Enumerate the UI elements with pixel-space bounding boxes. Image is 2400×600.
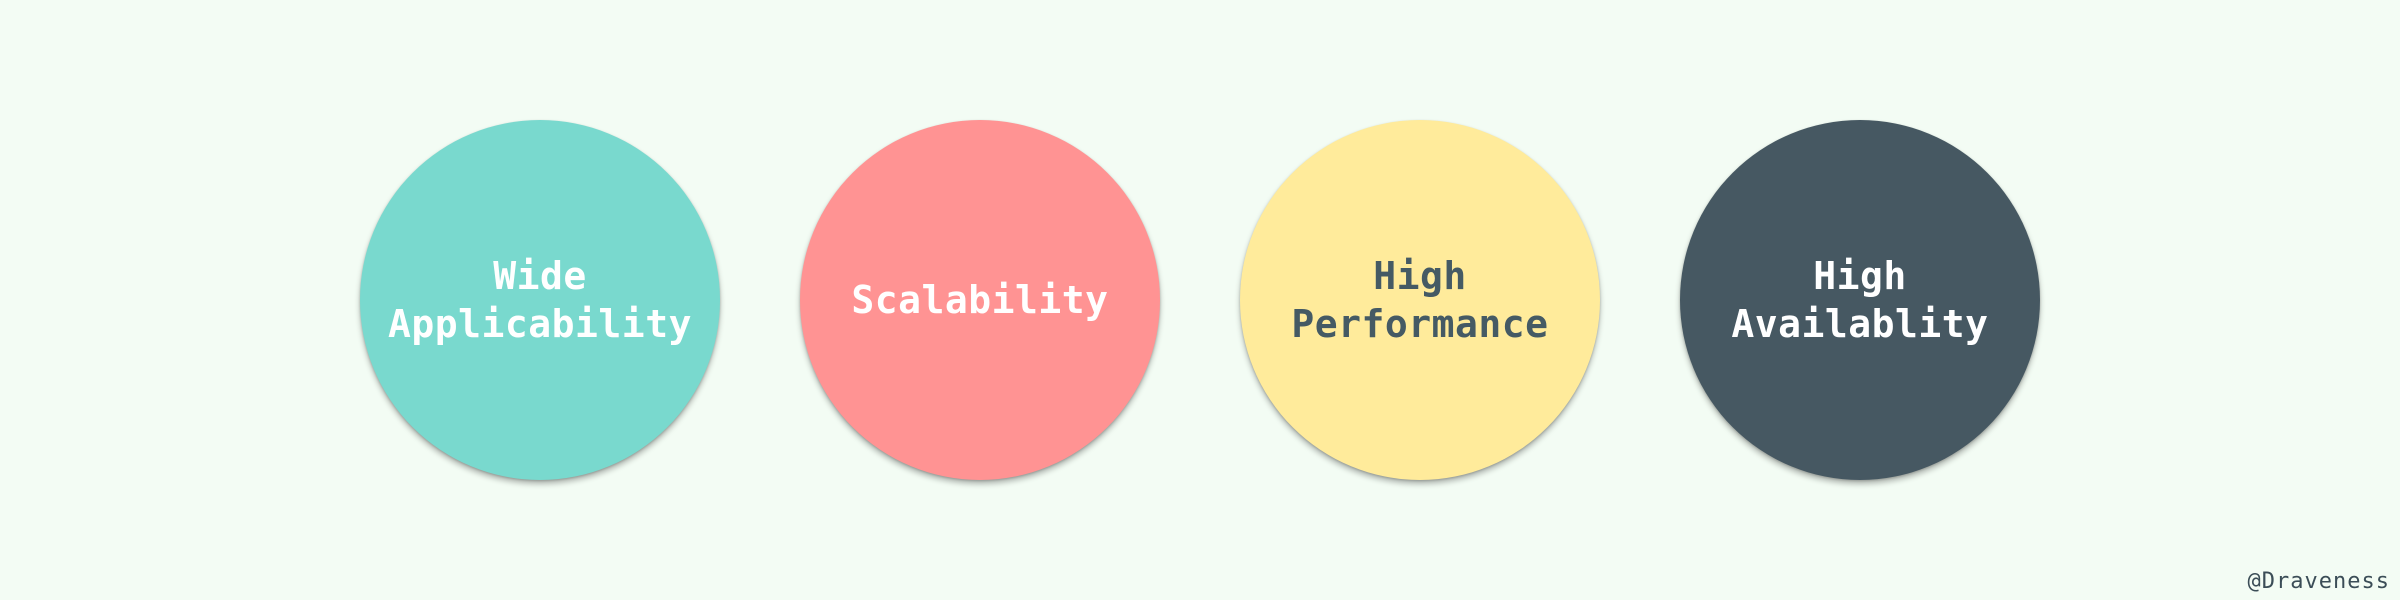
circle-label: Wide Applicability xyxy=(388,252,692,348)
label-line: Scalability xyxy=(851,278,1109,322)
label-line: Wide xyxy=(493,254,587,298)
circle-high-performance: High Performance xyxy=(1240,120,1600,480)
author-watermark: @Draveness xyxy=(2247,569,2390,594)
circle-label: High Performance xyxy=(1291,252,1548,348)
circle-label: High Availablity xyxy=(1731,252,1988,348)
label-line: High xyxy=(1813,254,1907,298)
circle-wide-applicability: Wide Applicability xyxy=(360,120,720,480)
label-line: Applicability xyxy=(388,302,692,346)
label-line: Performance xyxy=(1291,302,1549,346)
circle-label: Scalability xyxy=(851,276,1108,324)
circle-high-availability: High Availablity xyxy=(1680,120,2040,480)
label-line: High xyxy=(1373,254,1467,298)
circle-scalability: Scalability xyxy=(800,120,1160,480)
label-line: Availablity xyxy=(1731,302,1989,346)
